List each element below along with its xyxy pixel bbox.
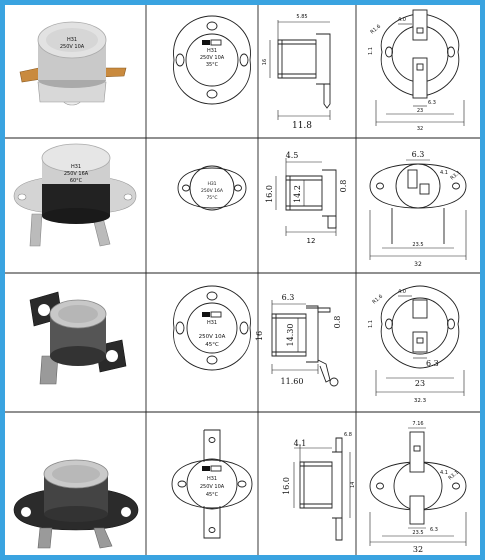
top-2-rating: 250V 16A (201, 188, 224, 194)
side-3-top-dim: 6.3 (282, 293, 295, 302)
back-1-corner-dim: R1.6 (369, 24, 382, 36)
side-2-height-dim: 16.0 (265, 185, 274, 203)
back-2-outer-dim: 32 (414, 261, 422, 268)
product-photo-1: H31 250V 10A (19, 21, 127, 106)
back-3-corner-dim: R1.6 (371, 294, 384, 306)
back-3-inner-dim: 23 (415, 379, 425, 388)
sheet-grid (5, 5, 480, 555)
back-4-outer-dim: 32 (413, 545, 423, 554)
side-view-4: 4.1 16.0 6.8 14 (282, 432, 356, 541)
top-1-temp: 35°C (206, 62, 219, 68)
side-3-width-dim: 11.60 (281, 377, 304, 386)
top-view-2: H31 250V 16A 75°C (177, 165, 247, 211)
back-1-tab-dim: 6.3 (428, 100, 436, 106)
back-2-hole-dim: 4.1 (440, 170, 448, 176)
back-1-inner-dim: 23 (417, 108, 423, 114)
side-2-width-dim: 12 (307, 237, 316, 245)
side-3-middle-dim: 14.30 (286, 324, 295, 347)
top-2-model: H31 (207, 181, 216, 187)
top-1-model: H31 (207, 48, 217, 54)
back-1-outer-dim: 32 (417, 126, 423, 132)
side-2-middle-dim: 14.2 (293, 185, 302, 203)
back-view-4: 7.16 4.1 R3.1 6.3 23.5 32 (369, 421, 467, 554)
side-4-height-dim: 16.0 (282, 477, 291, 495)
back-4-tab-bottom-dim: 6.3 (430, 527, 438, 533)
row-4: H31 250V 10A 45°C 4.1 16.0 6.8 14 (13, 421, 467, 554)
top-3-temp: 45°C (205, 342, 219, 348)
side-1-height-dim: 16 (262, 59, 268, 65)
back-3-tab-dim: 6.3 (426, 359, 439, 368)
side-2-right-dim: 0.8 (339, 180, 348, 193)
photo-1-rating: 250V 10A (60, 44, 85, 50)
product-photo-3 (29, 291, 127, 385)
photo-2-temp: 60°C (70, 178, 83, 184)
drawing-canvas: H31 250V 10A H31 250V 10A 35°C 5.85 (5, 5, 480, 555)
product-photo-2: H31 250V 16A 60°C (13, 143, 137, 247)
back-1-edge-dim: 1.1 (368, 47, 374, 55)
row-1: H31 250V 10A H31 250V 10A 35°C 5.85 (19, 9, 465, 132)
row-3: H31 250V 10A 45°C 6.3 16 14.30 0.8 11.60 (29, 285, 465, 404)
top-2-temp: 75°C (206, 195, 217, 201)
back-view-1: 4.0 R1.6 1.1 6.3 23 32 (368, 9, 465, 132)
photo-2-rating: 250V 16A (64, 171, 89, 177)
top-4-model: H31 (207, 476, 217, 482)
top-view-3: H31 250V 10A 45°C (173, 285, 251, 371)
top-3-rating: 250V 10A (199, 334, 226, 340)
back-view-3: 4.0 R1.6 1.1 6.3 23 32.3 (368, 285, 465, 404)
side-1-width-dim: 11.8 (292, 121, 312, 131)
row-2: H31 250V 16A 60°C H31 250V 16A 75°C 4.5 … (13, 143, 467, 268)
back-2-tab-dim: 6.3 (412, 150, 425, 159)
top-4-temp: 45°C (206, 492, 219, 498)
product-photo-4 (13, 459, 139, 549)
side-4-middle-dim: 14 (350, 482, 356, 488)
back-4-tab-top-dim: 7.16 (412, 421, 423, 427)
side-view-1: 5.85 16 11.8 (262, 14, 331, 131)
top-4-rating: 250V 10A (200, 484, 225, 490)
side-4-small-dim: 6.8 (344, 432, 352, 438)
side-3-height-dim: 16 (255, 331, 264, 341)
top-view-4: H31 250V 10A 45°C (171, 429, 253, 539)
side-view-3: 6.3 16 14.30 0.8 11.60 (255, 293, 342, 387)
top-3-model: H31 (207, 320, 217, 326)
photo-2-model: H31 (71, 164, 81, 170)
back-4-corner-dim: R3.1 (447, 470, 460, 482)
product-drawing-sheet: H31 250V 10A H31 250V 10A 35°C 5.85 (5, 5, 480, 555)
side-2-top-dim: 4.5 (286, 151, 299, 160)
top-1-rating: 250V 10A (200, 55, 225, 61)
top-view-1: H31 250V 10A 35°C (173, 15, 251, 105)
side-3-right-dim: 0.8 (333, 316, 342, 329)
back-1-left-dim: 4.0 (398, 17, 406, 23)
back-3-outer-dim: 32.3 (414, 398, 427, 404)
back-3-left-dim: 4.0 (398, 289, 406, 295)
back-2-inner-dim: 23.5 (412, 242, 423, 248)
side-view-2: 4.5 16.0 14.2 0.8 12 (265, 151, 348, 245)
side-4-top-dim: 4.1 (294, 439, 307, 448)
photo-1-model: H31 (67, 37, 77, 43)
back-3-edge-dim: 1.1 (368, 320, 374, 328)
side-1-top-dim: 5.85 (296, 14, 307, 20)
back-view-2: 6.3 4.1 R3.1 23.5 32 (369, 150, 467, 268)
back-2-corner-dim: R3.1 (449, 170, 462, 182)
back-4-inner-dim: 23.5 (412, 530, 423, 536)
back-4-hole-dim: 4.1 (440, 470, 448, 476)
